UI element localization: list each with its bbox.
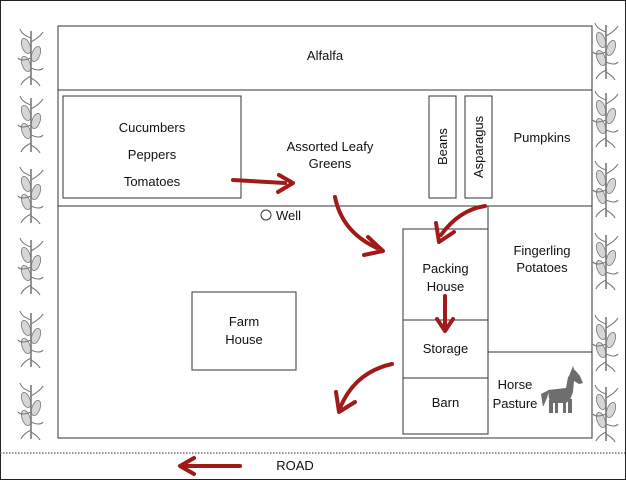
plot-label-pumpkins: Pumpkins [513,130,571,145]
storage-label: Storage [422,341,469,356]
corn-stalk-icon [17,166,44,225]
farm-house-label-line2: House [225,332,263,347]
arrowhead [362,235,385,257]
horse-pasture-label-line1: Horse [497,377,533,392]
corn-stalk-icon [17,237,44,296]
farm-house-label-line1: Farm [228,314,260,329]
barn-label: Barn [431,395,460,410]
flow-arrow [439,204,487,237]
arrowhead [276,173,295,194]
corn-stalk-icon [592,90,619,149]
corn-stalk-icon [17,382,44,441]
farm-house [191,291,297,371]
vegetable-plot [62,95,242,199]
plot-label-leafy-greens-line2: Greens [308,156,352,171]
arrowhead [334,390,357,414]
arrowhead [178,456,196,476]
plot-label-potatoes: Potatoes [516,260,568,275]
corn-stalk-icon [592,160,619,219]
corn-stalk-icon [592,314,619,373]
plot-label-alfalfa: Alfalfa [306,48,344,63]
horse-icon [541,366,583,413]
plot-label-cucumbers: Cucumbers [118,120,186,135]
corn-stalk-icon [17,95,44,154]
packing-house-label-line2: House [426,279,465,294]
corn-stalk-icon [592,232,619,291]
plot-label-leafy-greens-line1: Assorted Leafy [286,139,374,154]
corn-stalk-icon [17,28,44,87]
corn-stalk-icon [17,310,44,369]
beans-plot [428,95,457,199]
plot-label-peppers: Peppers [127,147,177,162]
flow-arrow [338,362,394,410]
packing-house-label-line1: Packing [422,261,469,276]
corn-stalk-icon [592,384,619,443]
flow-arrow [231,178,287,185]
plot-label-fingerling: Fingerling [513,243,571,258]
well-circle-icon [260,209,272,221]
field-boundary [57,25,593,439]
well-label: Well [276,208,302,223]
plot-label-tomatoes: Tomatoes [123,174,181,189]
horse-pasture-label-line2: Pasture [492,396,538,411]
plot-label-beans: Beans [435,128,450,166]
asparagus-plot [464,95,493,199]
arrowhead [435,317,455,333]
flow-arrow [333,195,379,250]
road-label: ROAD [276,458,314,473]
corn-stalk-icon [592,22,619,81]
plot-label-asparagus: Asparagus [471,115,486,179]
arrowhead [434,221,456,244]
